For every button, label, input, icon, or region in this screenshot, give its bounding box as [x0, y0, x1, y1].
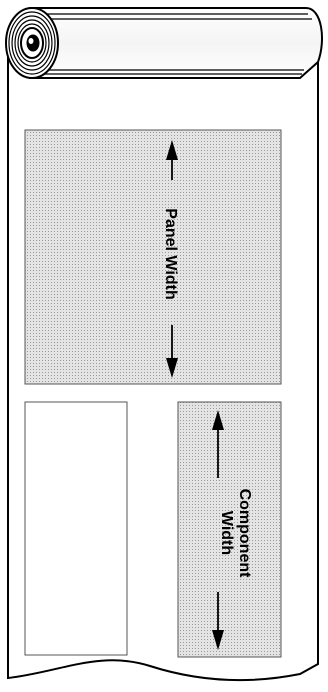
- panel-area: [24, 129, 282, 385]
- component-blank-area: [24, 401, 128, 656]
- panel-width-label: Panel Width: [162, 208, 179, 299]
- panel-width-arrow-icon: [166, 140, 178, 378]
- component-width-arrow-icon: [212, 410, 224, 650]
- component-area: [177, 401, 282, 658]
- roll-end: [5, 7, 59, 79]
- roll-body: [29, 7, 323, 79]
- roll-wrap-lines: [30, 13, 312, 75]
- component-width-label-line2: Width: [218, 511, 235, 555]
- component-width-label-line1: Component: [236, 489, 253, 579]
